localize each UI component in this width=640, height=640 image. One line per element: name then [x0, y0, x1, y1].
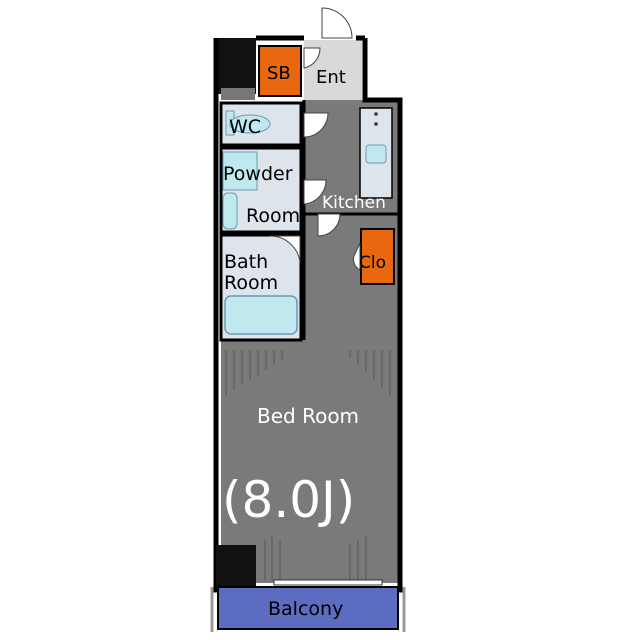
closet[interactable] — [360, 228, 395, 285]
powder-label-2: Room — [246, 205, 300, 227]
wc-label: WC — [229, 116, 261, 138]
wall-block-top — [216, 38, 256, 94]
closet-label: Clo — [359, 253, 386, 273]
balcony-label: Balcony — [268, 598, 343, 620]
powder-label-1: Powder — [223, 163, 293, 185]
bath-label-1: Bath — [224, 251, 268, 273]
exterior-walls — [213, 35, 403, 593]
bath-label-2: Room — [224, 272, 278, 294]
balcony[interactable] — [217, 586, 399, 630]
pillar — [216, 545, 256, 587]
stove-icon — [374, 112, 378, 116]
bedroom-hatching — [225, 350, 391, 580]
shoebox[interactable] — [258, 45, 302, 97]
entrance-label: Ent — [316, 67, 346, 88]
bedroom-label: Bed Room — [257, 404, 359, 428]
wall-block-step — [221, 88, 255, 100]
bathtub — [224, 295, 298, 335]
bedroom-size: (8.0J) — [222, 471, 355, 529]
sb-label: SB — [267, 63, 291, 84]
wash-basin — [222, 192, 238, 230]
kitchen-sink — [365, 144, 387, 164]
kitchen-label: Kitchen — [322, 193, 386, 213]
doors[interactable] — [269, 7, 361, 271]
washing-machine — [222, 151, 258, 191]
sliding-window — [273, 579, 383, 586]
stove-icon-2 — [374, 122, 378, 126]
toilet-bowl — [229, 114, 271, 134]
